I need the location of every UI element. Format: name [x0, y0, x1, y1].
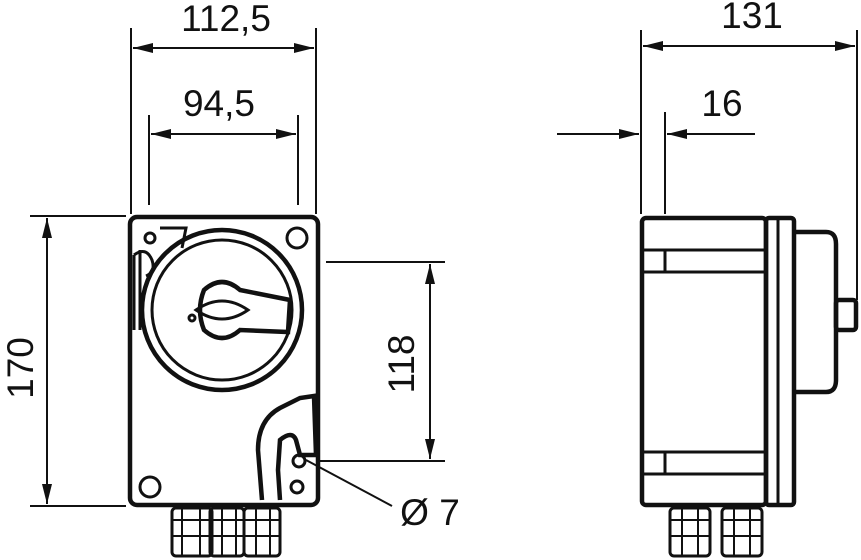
dim-side-offset: 16 — [557, 83, 755, 139]
lower-bracket — [255, 393, 319, 501]
label-front-overall-width: 112,5 — [181, 0, 271, 39]
label-hole-diameter: Ø 7 — [400, 492, 460, 533]
side-housing-outline — [639, 215, 769, 508]
switch-outer-ring — [139, 227, 305, 393]
side-view: 131 16 — [557, 0, 859, 558]
label-front-inner-width: 94,5 — [183, 83, 255, 124]
side-slot-top — [663, 248, 768, 274]
side-slot-bottom — [663, 450, 768, 476]
hole-bottom-right — [289, 479, 305, 495]
side-cable-glands — [668, 506, 764, 558]
dim-front-hole-spacing: 118 — [381, 264, 435, 459]
switch-indicator-dot — [187, 313, 197, 323]
switch-inner-ring — [150, 238, 294, 382]
label-side-depth: 131 — [721, 0, 783, 36]
dim-front-overall-width: 112,5 — [133, 0, 314, 53]
dim-front-inner-width: 94,5 — [151, 83, 296, 139]
label-front-height: 170 — [0, 337, 41, 399]
side-flange — [763, 215, 797, 508]
front-housing-outline — [127, 214, 321, 508]
switch-handle — [197, 279, 293, 341]
side-shaft — [833, 297, 859, 333]
dim-hole-diameter: Ø 7 — [305, 459, 460, 533]
side-cover — [794, 229, 839, 395]
label-front-hole-spacing: 118 — [381, 335, 422, 394]
dim-front-height: 170 — [0, 218, 52, 504]
switch-handle-grip — [193, 299, 251, 321]
hole-top-right — [285, 226, 309, 250]
hole-top-left — [143, 231, 157, 245]
hole-bottom-left — [138, 475, 162, 499]
dim-side-depth: 131 — [643, 0, 855, 51]
front-cable-glands — [170, 506, 282, 558]
label-side-offset: 16 — [701, 83, 742, 124]
front-view: 112,5 94,5 170 118 Ø 7 — [0, 0, 460, 558]
